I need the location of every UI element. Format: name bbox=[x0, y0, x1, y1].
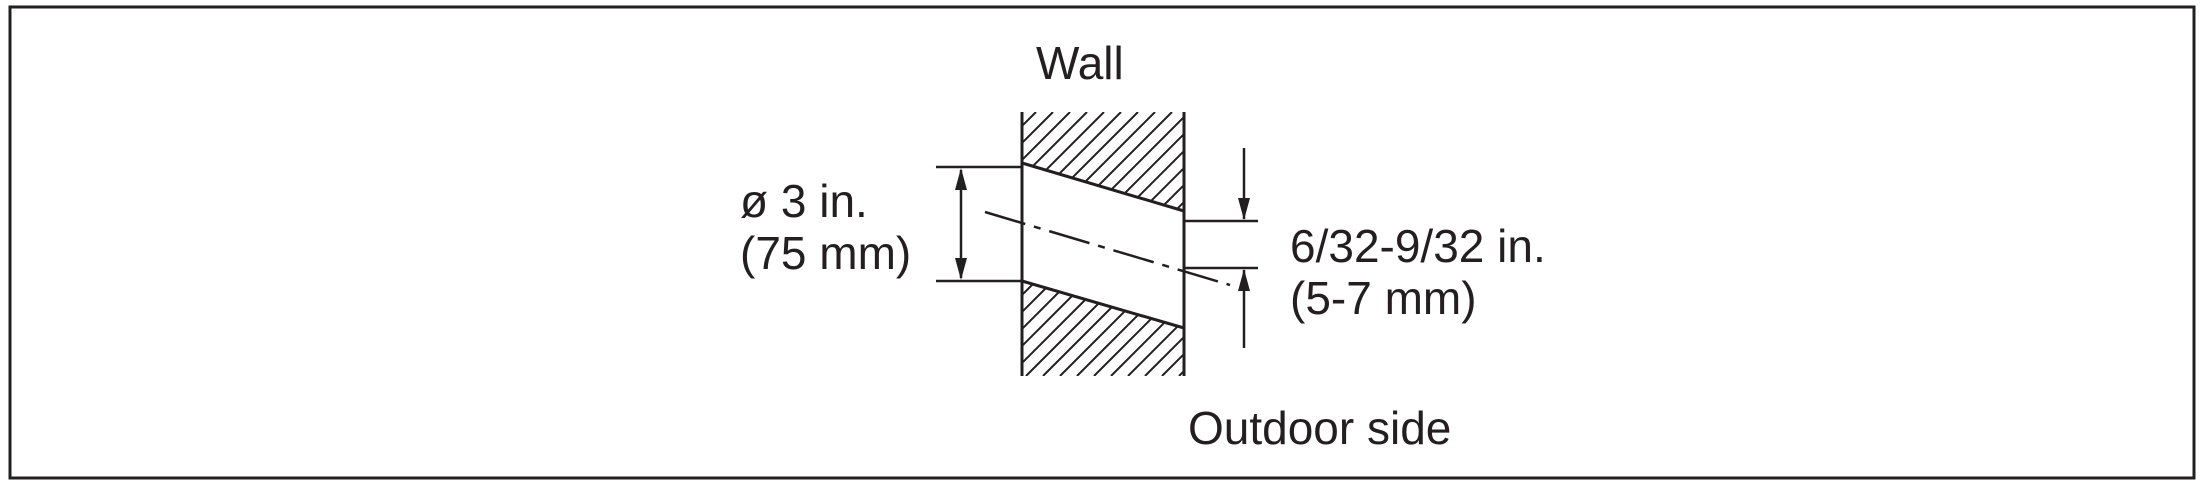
hole-center-line bbox=[984, 210, 1231, 287]
hatch-line bbox=[1192, 112, 1291, 211]
slope-metric-label: (5-7 mm) bbox=[1290, 272, 1477, 324]
hatch-line bbox=[1161, 281, 1184, 376]
outdoor-side-label: Outdoor side bbox=[1188, 402, 1452, 454]
slope-arrow-top bbox=[1238, 198, 1250, 220]
hatch-line bbox=[920, 112, 1019, 211]
hole-bottom-edge bbox=[1021, 279, 1185, 330]
hatch-line bbox=[1123, 112, 1184, 211]
hatch-line bbox=[1174, 112, 1184, 211]
hatch-line bbox=[903, 112, 1002, 211]
hatch-line bbox=[1022, 281, 1054, 376]
hatch-line bbox=[1144, 281, 1184, 376]
hatch-line bbox=[1022, 112, 1071, 211]
diameter-metric-label: (75 mm) bbox=[740, 227, 912, 279]
hatch-line bbox=[1127, 281, 1184, 376]
wall-label: Wall bbox=[1036, 37, 1124, 89]
hatch-line bbox=[1178, 281, 1184, 376]
slope-arrow-bottom bbox=[1238, 269, 1250, 291]
diameter-arrow-top bbox=[955, 168, 967, 190]
hatch-line bbox=[1022, 112, 1105, 211]
wall-lower-hatch bbox=[907, 281, 1184, 376]
diameter-imperial-label: ø 3 in. bbox=[740, 175, 868, 227]
diameter-arrow-bottom bbox=[955, 258, 967, 280]
hatch-line bbox=[1140, 112, 1184, 211]
hatch-line bbox=[1022, 112, 1054, 211]
hole-top-edge bbox=[1021, 161, 1185, 213]
hatch-line bbox=[1022, 112, 1088, 211]
hatch-line bbox=[1022, 281, 1088, 376]
slope-imperial-label: 6/32-9/32 in. bbox=[1290, 220, 1546, 272]
hatch-line bbox=[1157, 112, 1184, 211]
hatch-line bbox=[1110, 281, 1184, 376]
diagram-frame bbox=[8, 5, 2196, 480]
hatch-line bbox=[924, 281, 1019, 376]
hatch-line bbox=[907, 281, 1002, 376]
